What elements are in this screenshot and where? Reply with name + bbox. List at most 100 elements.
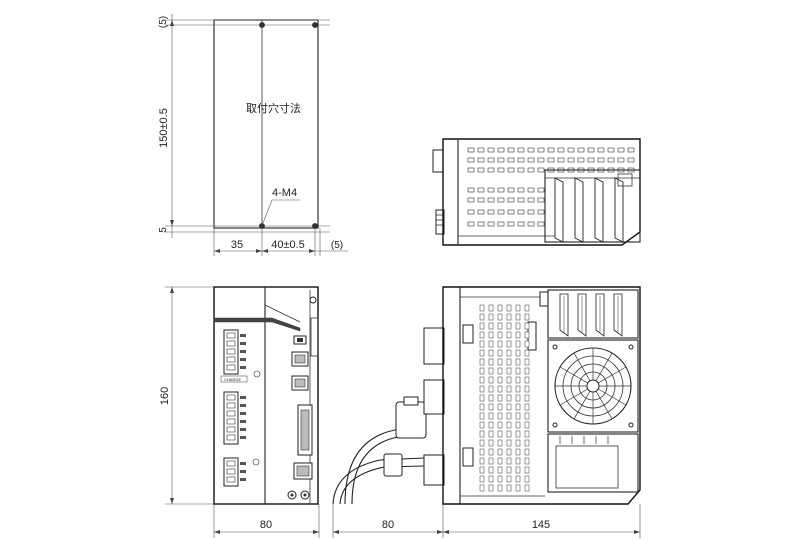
vent-slot <box>537 187 545 193</box>
terminal-slot <box>226 348 236 355</box>
vent-slot <box>467 147 475 153</box>
vent-slot <box>524 367 530 375</box>
vent-slot <box>524 349 530 357</box>
dim-label-front-height: 160 <box>159 387 171 405</box>
led-indicator <box>252 458 260 466</box>
terminal-label-mark <box>240 396 246 399</box>
terminal-label-mark <box>240 366 246 369</box>
vent-slot <box>517 147 525 153</box>
vent-slot <box>527 147 535 153</box>
vent-slot <box>537 147 545 153</box>
mounting-hole-view: (5) 150±0.5 5 35 40±0.5 (5) 取付穴寸法 4-M4 <box>158 14 348 256</box>
terminal-slot <box>226 468 236 475</box>
vent-slot <box>467 197 475 203</box>
vent-slot <box>497 403 503 411</box>
terminal-label-mark <box>240 404 246 407</box>
vent-slot <box>488 430 494 438</box>
vent-slot <box>627 157 635 163</box>
vent-slot <box>517 209 525 215</box>
vent-slot <box>527 221 535 227</box>
vent-slot <box>507 221 515 227</box>
mount-hole-br <box>312 223 318 229</box>
vent-slot <box>515 412 521 420</box>
dim-arrow <box>170 220 174 226</box>
vent-slot <box>527 157 535 163</box>
terminal-label-mark <box>240 420 246 423</box>
vent-slot <box>524 340 530 348</box>
screw-leader-line-diagonal <box>262 199 273 224</box>
vent-slot <box>479 349 485 357</box>
vent-slot <box>497 197 505 203</box>
vent-slot <box>488 385 494 393</box>
vent-slot <box>488 421 494 429</box>
fan-mount-screw-tr <box>628 344 634 350</box>
dim-label-side-depth: 145 <box>532 519 550 531</box>
fan-spoke <box>573 352 591 381</box>
vent-slot <box>479 403 485 411</box>
vent-slot <box>487 197 495 203</box>
fan-fin <box>574 177 584 243</box>
top-view-right-bracket <box>617 173 633 187</box>
vent-slot <box>524 331 530 339</box>
terminal-slot <box>226 476 236 483</box>
vent-slot <box>507 147 515 153</box>
vent-slot <box>467 187 475 193</box>
vent-slot <box>507 197 515 203</box>
vent-slot <box>477 209 485 215</box>
vent-slot <box>607 157 615 163</box>
vent-slot <box>497 358 503 366</box>
vent-slot <box>524 313 530 321</box>
vent-slot <box>515 403 521 411</box>
vent-slot <box>537 209 545 215</box>
fan-spoke <box>598 366 627 384</box>
dim-arrow <box>170 498 174 504</box>
vent-slot <box>524 439 530 447</box>
vent-slot <box>497 209 505 215</box>
dim-label-mount-height: 150±0.5 <box>158 108 170 148</box>
vent-slot <box>497 331 503 339</box>
terminal-label-mark <box>240 412 246 415</box>
vent-slot <box>488 457 494 465</box>
side-view-lower-fins <box>559 436 609 444</box>
vent-slot <box>506 331 512 339</box>
vent-slot <box>587 157 595 163</box>
terminal-slot <box>226 426 236 433</box>
dim-arrow <box>256 249 262 253</box>
top-view-fan-housing <box>544 169 641 243</box>
vent-slot <box>488 313 494 321</box>
vent-slot <box>506 313 512 321</box>
vent-slot <box>517 167 525 173</box>
vent-slot <box>497 340 503 348</box>
vent-slot <box>497 167 505 173</box>
vent-slot <box>488 331 494 339</box>
vent-slot <box>477 197 485 203</box>
vent-slot <box>524 448 530 456</box>
vent-slot <box>515 439 521 447</box>
vent-slot <box>547 147 555 153</box>
vent-slot <box>488 367 494 375</box>
terminal-slot <box>226 340 236 347</box>
fan-spoke <box>598 388 627 406</box>
vent-slot <box>537 157 545 163</box>
vent-slot <box>488 304 494 312</box>
dim-label-hole-pitch: 40±0.5 <box>271 239 305 251</box>
mount-hole-tl <box>259 22 265 28</box>
dim-arrow <box>443 530 449 534</box>
vent-slot <box>524 358 530 366</box>
terminal-label-mark <box>240 470 246 473</box>
vent-slot <box>479 322 485 330</box>
vent-slot <box>627 147 635 153</box>
vent-slot <box>497 322 503 330</box>
fan-spoke <box>573 391 591 420</box>
fan-spoke <box>559 388 588 406</box>
vent-slot <box>515 331 521 339</box>
top-view-connector-stub-2 <box>435 209 445 235</box>
vent-slot <box>479 385 485 393</box>
vent-slot <box>524 385 530 393</box>
dim-arrow <box>214 530 220 534</box>
vent-slot <box>506 304 512 312</box>
vent-slot <box>497 367 503 375</box>
terminal-slot <box>226 356 236 363</box>
fan-mount-screw-bl <box>552 422 558 428</box>
dim-arrow <box>214 249 220 253</box>
